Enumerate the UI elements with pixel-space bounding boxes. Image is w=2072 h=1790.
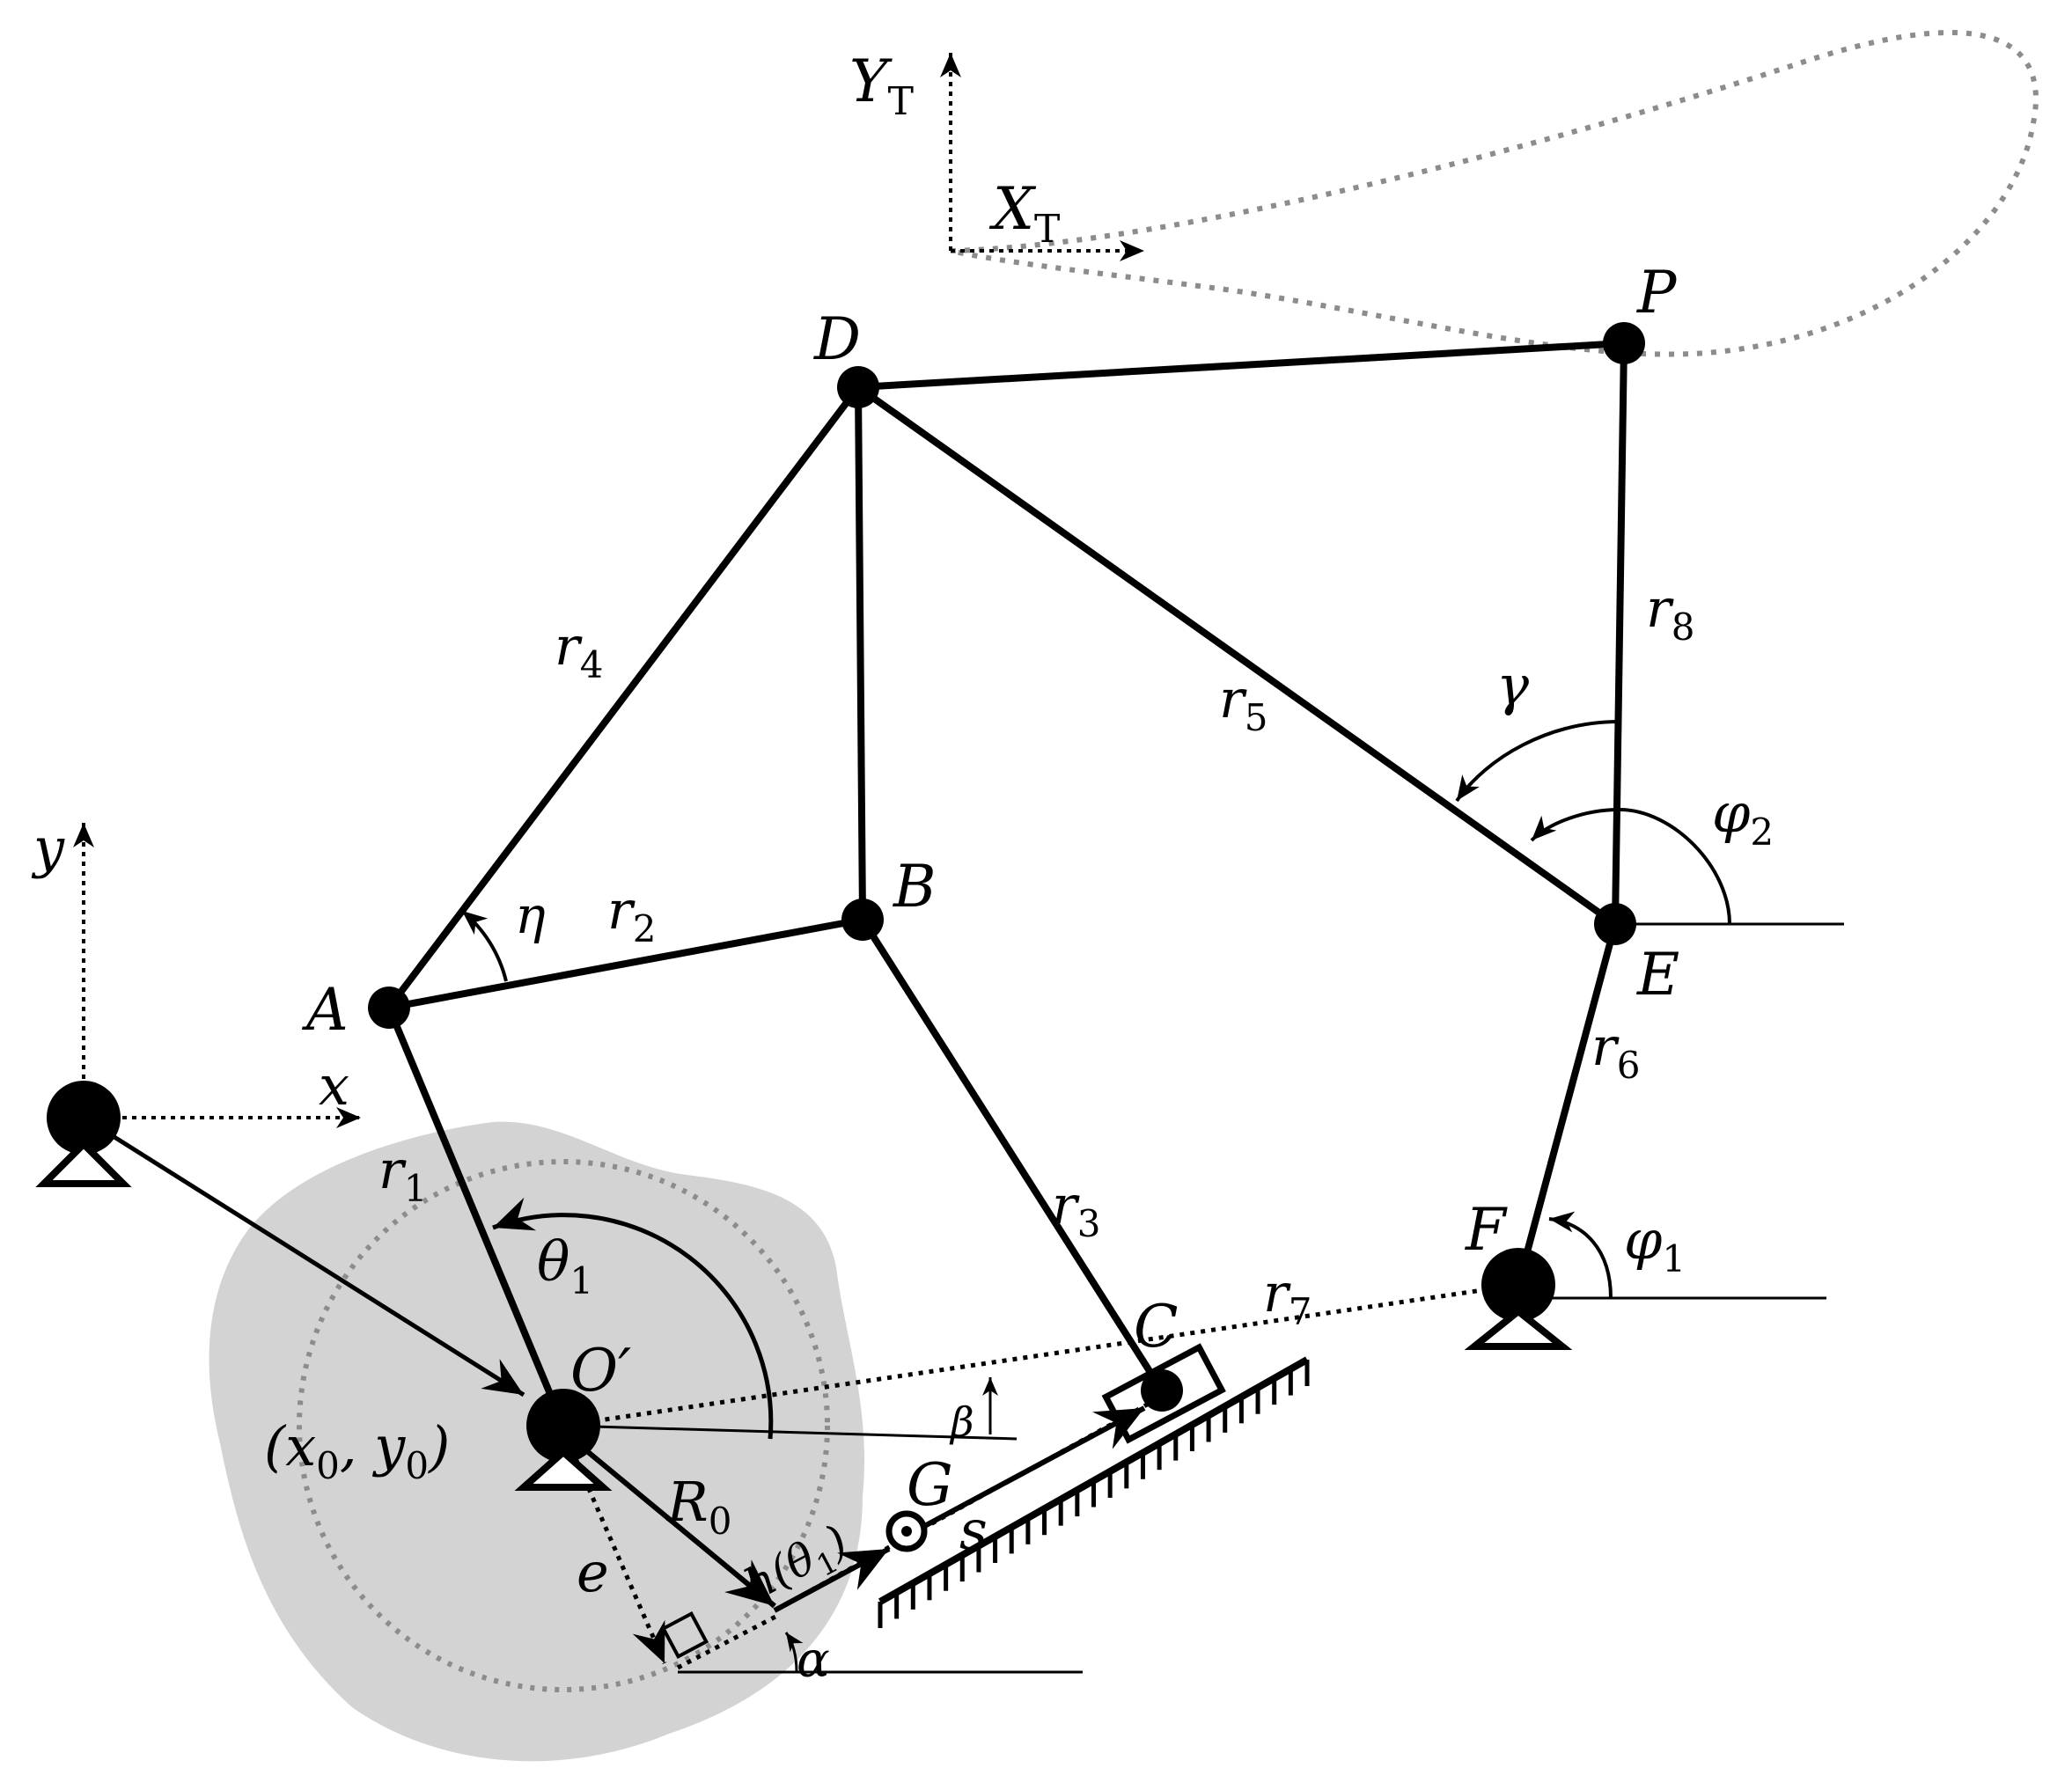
link-r5 xyxy=(855,384,1619,928)
link-r2 xyxy=(386,916,866,1011)
label-r6: r6 xyxy=(1591,1016,1640,1087)
oprime-horizontal xyxy=(562,1424,1018,1441)
label-r2: r2 xyxy=(607,880,656,950)
foot-dotted xyxy=(676,1612,781,1670)
label-E: E xyxy=(1636,941,1679,1009)
link-r3 xyxy=(859,916,1165,1394)
label-xt: XT xyxy=(988,175,1060,252)
label-A: A xyxy=(301,976,349,1044)
joints xyxy=(47,322,1645,1463)
ground-origin-icon xyxy=(35,1139,132,1187)
label-r7: r7 xyxy=(1263,1263,1312,1333)
link-DB xyxy=(855,384,866,923)
eta-arc xyxy=(460,909,508,982)
label-x0y0: (x0, y0) xyxy=(264,1414,450,1487)
label-x: x xyxy=(319,1053,349,1118)
roller-G-center xyxy=(901,1526,912,1537)
joint-A xyxy=(368,987,410,1029)
label-theta1: θ1 xyxy=(537,1229,593,1302)
links xyxy=(386,340,1627,1429)
joint-C xyxy=(1141,1369,1183,1412)
label-D: D xyxy=(813,305,861,373)
ground-F-icon xyxy=(1464,1306,1573,1350)
cam-base-circle xyxy=(297,1159,830,1692)
label-e: e xyxy=(577,1540,609,1604)
r7-line xyxy=(562,1282,1519,1428)
joint-E xyxy=(1594,903,1636,945)
gamma-arc xyxy=(1455,720,1620,803)
joint-Oprime xyxy=(526,1389,600,1463)
r0-arrow xyxy=(570,1436,776,1609)
label-alpha: α xyxy=(797,1632,830,1689)
link-r6 xyxy=(1515,921,1619,1288)
label-C: C xyxy=(1134,1293,1179,1361)
follower-h-segment xyxy=(773,1546,891,1613)
ground-Oprime-icon xyxy=(514,1447,613,1491)
label-eta: η xyxy=(515,885,546,945)
label-B: B xyxy=(893,853,937,921)
label-beta: β xyxy=(949,1398,974,1446)
label-r3: r3 xyxy=(1052,1175,1100,1245)
label-yt: YT xyxy=(849,48,914,124)
alpha-arc xyxy=(784,1632,804,1673)
label-phi2: φ2 xyxy=(1712,781,1774,854)
label-y: y xyxy=(31,816,65,880)
label-F: F xyxy=(1465,1196,1508,1264)
guide-hatching xyxy=(878,1360,1310,1628)
label-phi1: φ1 xyxy=(1624,1207,1686,1280)
label-R0: R0 xyxy=(666,1470,731,1543)
position-vector xyxy=(82,1115,525,1398)
joint-B xyxy=(841,899,884,941)
ground-supports xyxy=(35,1139,1573,1491)
label-G: G xyxy=(907,1451,953,1519)
link-r4 xyxy=(386,384,862,1011)
phi1-arc xyxy=(1548,1211,1613,1299)
right-angle-marker xyxy=(660,1610,709,1660)
label-Oprime: O′ xyxy=(570,1337,631,1405)
follower-s-segment xyxy=(905,1405,1146,1538)
coupler-curve xyxy=(950,30,2039,357)
phi2-arc xyxy=(1530,807,1731,925)
label-r8: r8 xyxy=(1646,578,1694,649)
joint-D xyxy=(837,366,879,408)
joint-origin xyxy=(47,1081,121,1155)
theta1-arc xyxy=(492,1197,774,1440)
label-r4: r4 xyxy=(555,616,603,686)
labels: YT XT y x D P B A E F C G O′ r4 r2 r5 r8… xyxy=(31,48,1774,1689)
label-P: P xyxy=(1636,259,1678,326)
label-gamma: γ xyxy=(1496,653,1530,717)
label-r1: r1 xyxy=(378,1140,427,1210)
link-DP xyxy=(855,340,1627,391)
label-r5: r5 xyxy=(1219,669,1267,739)
label-s: s xyxy=(959,1498,988,1562)
link-r1 xyxy=(386,1004,567,1429)
joint-P xyxy=(1603,322,1645,364)
link-r8 xyxy=(1612,340,1627,928)
joint-F xyxy=(1481,1248,1555,1322)
